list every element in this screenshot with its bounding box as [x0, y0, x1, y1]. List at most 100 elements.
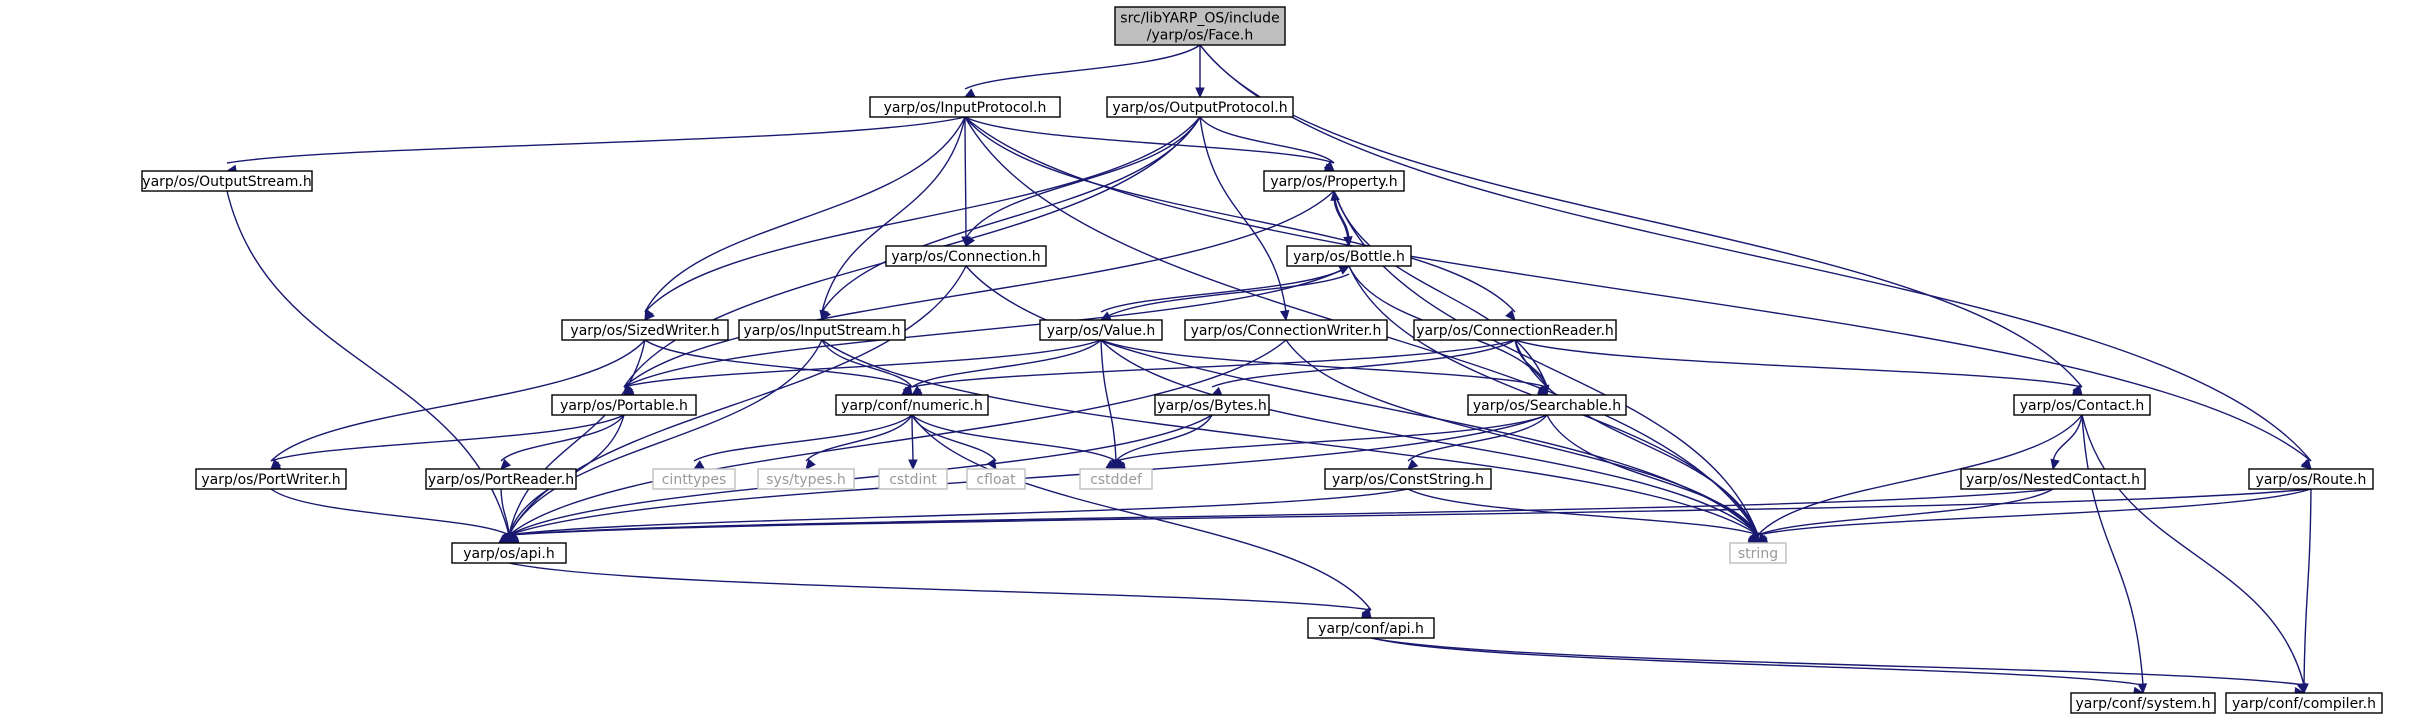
edge-arrowhead: [908, 459, 918, 471]
dependency-edge: [270, 488, 510, 536]
dependency-edge: [1514, 339, 1548, 388]
node-box: [1106, 96, 1294, 118]
dependency-edge: [2081, 414, 2144, 686]
node-box: [1154, 394, 1270, 416]
node-box: [652, 468, 736, 490]
edge-arrowhead: [1210, 386, 1223, 396]
node-portwriter[interactable]: yarp/os/PortWriter.h: [195, 468, 347, 490]
node-conststring[interactable]: yarp/os/ConstString.h: [1324, 468, 1492, 490]
node-label: yarp/os/PortWriter.h: [201, 472, 340, 488]
node-systypes[interactable]: sys/types.h: [757, 468, 855, 490]
dependency-edge: [911, 414, 914, 462]
node-box: [2013, 394, 2151, 416]
dependency-edge: [911, 414, 1117, 462]
node-portreader[interactable]: yarp/os/PortReader.h: [425, 468, 577, 490]
dependency-edge: [1115, 414, 1548, 462]
node-box: [1307, 617, 1435, 639]
dependency-edge: [1100, 339, 1548, 388]
node-cfloat[interactable]: cfloat: [966, 468, 1026, 490]
node-label: yarp/os/Property.h: [1270, 174, 1397, 190]
node-box: [451, 542, 567, 564]
dependency-edge: [964, 44, 1201, 90]
dependency-edge: [623, 339, 1102, 388]
edge-arrowhead: [1330, 189, 1340, 201]
node-box: [551, 394, 697, 416]
node-bytes[interactable]: yarp/os/Bytes.h: [1154, 394, 1270, 416]
node-label: cfloat: [976, 472, 1016, 488]
edge-arrowhead: [2300, 459, 2312, 470]
node-outputstream[interactable]: yarp/os/OutputStream.h: [141, 170, 313, 192]
node-system[interactable]: yarp/conf/system.h: [2070, 692, 2216, 714]
dependency-edge: [911, 339, 1102, 388]
node-portable[interactable]: yarp/os/Portable.h: [551, 394, 697, 416]
node-cinttypes[interactable]: cinttypes: [652, 468, 736, 490]
dependency-edge: [965, 265, 1759, 536]
node-inputprotocol[interactable]: yarp/os/InputProtocol.h: [869, 96, 1061, 118]
dependency-edge: [821, 116, 1201, 313]
dependency-edge: [964, 116, 1335, 164]
dependency-edge: [1370, 637, 2144, 686]
node-connectionreader[interactable]: yarp/os/ConnectionReader.h: [1413, 319, 1617, 341]
dependency-edge: [1100, 339, 1759, 536]
node-sizedwriter[interactable]: yarp/os/SizedWriter.h: [561, 319, 729, 341]
dependency-edge: [500, 414, 625, 462]
node-label: yarp/os/ConnectionReader.h: [1416, 323, 1614, 339]
node-value[interactable]: yarp/os/Value.h: [1039, 319, 1163, 341]
dependency-edge: [964, 116, 967, 239]
node-string[interactable]: string: [1729, 542, 1787, 564]
dependency-edge: [508, 488, 2054, 536]
node-compiler[interactable]: yarp/conf/compiler.h: [2225, 692, 2383, 714]
edge-arrowhead: [692, 460, 705, 470]
node-box: [878, 468, 948, 490]
dependency-edge: [644, 116, 966, 313]
edge-arrowhead: [805, 458, 816, 470]
edge-layer: [225, 44, 2312, 697]
node-connectionwriter[interactable]: yarp/os/ConnectionWriter.h: [1184, 319, 1388, 341]
dependency-edge: [623, 190, 1335, 388]
dependency-edge: [693, 414, 913, 462]
node-osapi[interactable]: yarp/os/api.h: [451, 542, 567, 564]
node-label: yarp/conf/numeric.h: [841, 398, 983, 414]
node-label: yarp/os/OutputStream.h: [142, 174, 311, 190]
node-box: [1960, 468, 2146, 490]
edge-arrowhead: [821, 309, 832, 322]
node-label: yarp/os/Route.h: [2256, 472, 2367, 488]
dependency-edge: [1514, 339, 2083, 388]
node-box: [2248, 468, 2374, 490]
node-inputstream[interactable]: yarp/os/InputStream.h: [738, 319, 906, 341]
node-label: yarp/os/NestedContact.h: [1966, 472, 2140, 488]
node-box: [195, 468, 347, 490]
node-property[interactable]: yarp/os/Property.h: [1263, 170, 1405, 192]
node-box: [1039, 319, 1163, 341]
dependency-edge: [508, 414, 1213, 536]
edge-arrowhead: [644, 309, 655, 321]
node-box: [966, 468, 1026, 490]
node-cstdint[interactable]: cstdint: [878, 468, 948, 490]
node-box: [1286, 245, 1412, 267]
node-cstddef[interactable]: cstddef: [1079, 468, 1153, 490]
node-connection[interactable]: yarp/os/Connection.h: [885, 245, 1047, 267]
node-label: yarp/os/Searchable.h: [1473, 398, 1621, 414]
dependency-edge: [508, 414, 1548, 536]
dependency-edge: [2081, 414, 2305, 686]
node-bottle[interactable]: yarp/os/Bottle.h: [1286, 245, 1412, 267]
dependency-edge: [508, 339, 1287, 536]
node-nestedcontact[interactable]: yarp/os/NestedContact.h: [1960, 468, 2146, 490]
node-box: [869, 96, 1061, 118]
dependency-edge: [965, 116, 1201, 239]
node-confapi[interactable]: yarp/conf/api.h: [1307, 617, 1435, 639]
node-outputprotocol[interactable]: yarp/os/OutputProtocol.h: [1106, 96, 1294, 118]
node-route[interactable]: yarp/os/Route.h: [2248, 468, 2374, 490]
edge-arrowhead: [1195, 87, 1205, 99]
node-searchable[interactable]: yarp/os/Searchable.h: [1467, 394, 1627, 416]
dependency-edge: [1333, 190, 1548, 388]
node-box: [2070, 692, 2216, 714]
node-label: yarp/os/ConstString.h: [1332, 472, 1484, 488]
node-label: yarp/os/OutputProtocol.h: [1112, 100, 1287, 116]
node-contact[interactable]: yarp/os/Contact.h: [2013, 394, 2151, 416]
node-box: [425, 468, 577, 490]
node-numeric[interactable]: yarp/conf/numeric.h: [835, 394, 989, 416]
edge-arrowhead: [500, 458, 512, 470]
node-box: [1413, 319, 1617, 341]
